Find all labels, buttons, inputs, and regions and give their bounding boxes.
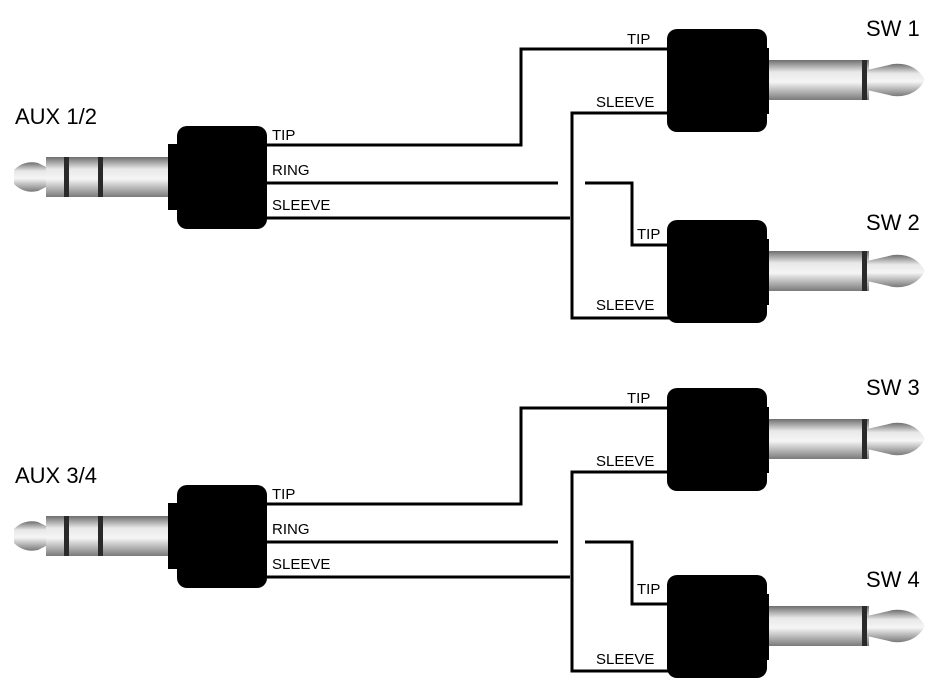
plug-body — [177, 485, 267, 588]
plug-band — [862, 419, 867, 459]
output-label: SW 3 — [866, 375, 920, 400]
group-aux-1-2: AUX 1/2 TIP RING SLEEVE TIP SLEEVE SW 1 — [14, 16, 925, 323]
input-label: AUX 1/2 — [15, 104, 97, 129]
output-sleeve-label: SLEEVE — [596, 94, 654, 111]
output-label: SW 1 — [866, 16, 920, 41]
output-label: SW 4 — [866, 567, 920, 592]
group-aux-3-4: AUX 3/4 TIP RING SLEEVE TIP SLEEVE SW 3 — [14, 375, 925, 678]
plug-band — [862, 251, 867, 291]
plug-band — [862, 606, 867, 646]
plug-collar — [760, 594, 769, 660]
plug-band — [862, 60, 867, 100]
wire-label-tip: TIP — [272, 486, 295, 503]
output-sleeve-label: SLEEVE — [596, 297, 654, 314]
wire-sleeve-bus — [570, 470, 672, 673]
wire-ring-to-sw4 — [585, 540, 672, 606]
wire-label-ring: RING — [272, 521, 310, 538]
output-sleeve-label: SLEEVE — [596, 453, 654, 470]
wire-tip — [265, 406, 672, 506]
plug-shaft — [769, 251, 869, 291]
plug-collar — [760, 48, 769, 114]
plug-body — [667, 388, 767, 491]
trs-plug-aux-1-2 — [14, 126, 267, 229]
trs-plug-aux-3-4 — [14, 485, 267, 588]
input-label: AUX 3/4 — [15, 463, 97, 488]
plug-body — [667, 220, 767, 323]
wire-label-sleeve: SLEEVE — [272, 197, 330, 214]
plug-shaft — [769, 60, 869, 100]
plug-tip — [14, 521, 46, 551]
plug-band — [64, 516, 69, 556]
plug-band — [64, 157, 69, 197]
plug-body — [667, 29, 767, 132]
wire-label-sleeve: SLEEVE — [272, 556, 330, 573]
ts-plug-sw-3 — [667, 388, 925, 491]
output-sleeve-label: SLEEVE — [596, 651, 654, 668]
plug-shaft — [769, 606, 869, 646]
plug-tip — [867, 609, 925, 643]
output-label: SW 2 — [866, 210, 920, 235]
wire-sleeve-bus — [570, 111, 672, 320]
output-tip-label: TIP — [637, 581, 660, 598]
plug-tip — [867, 254, 925, 288]
plug-shaft — [769, 419, 869, 459]
plug-collar — [760, 239, 769, 305]
wire-tip — [265, 47, 672, 147]
ts-plug-sw-2 — [667, 220, 925, 323]
ts-plug-sw-4 — [667, 575, 925, 678]
wire-label-ring: RING — [272, 162, 310, 179]
plug-tip — [867, 422, 925, 456]
output-tip-label: TIP — [637, 226, 660, 243]
wire-ring-to-sw2 — [585, 181, 672, 247]
wire-label-tip: TIP — [272, 127, 295, 144]
output-tip-label: TIP — [627, 390, 650, 407]
plug-tip — [867, 63, 925, 97]
plug-tip — [14, 162, 46, 192]
plug-band — [98, 516, 103, 556]
plug-body — [667, 575, 767, 678]
plug-collar — [760, 407, 769, 473]
output-tip-label: TIP — [627, 31, 650, 48]
plug-band — [98, 157, 103, 197]
ts-plug-sw-1 — [667, 29, 925, 132]
plug-body — [177, 126, 267, 229]
